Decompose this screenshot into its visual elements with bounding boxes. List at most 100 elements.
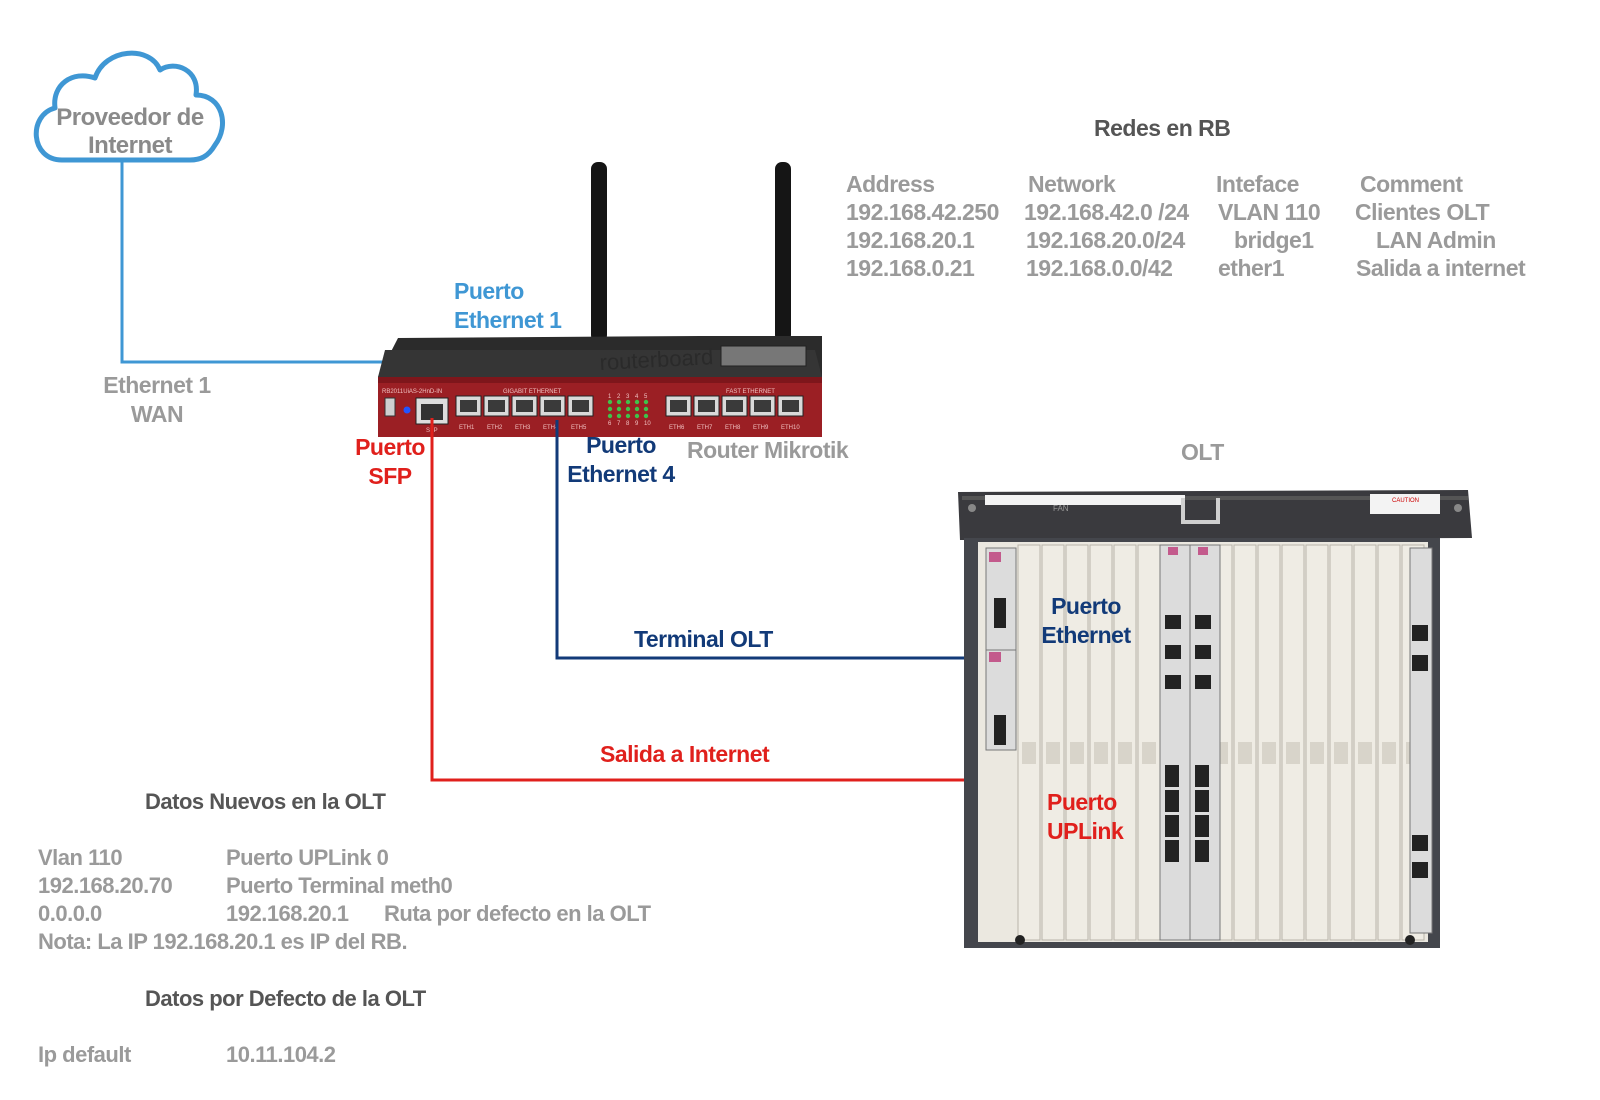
eth1-port-label-line1: Puerto	[454, 278, 524, 304]
eth1-port-label: Puerto Ethernet 1	[454, 277, 562, 335]
olt-eth-port-label: Puerto Ethernet	[1030, 592, 1142, 650]
router-port-label: ETH8	[725, 425, 741, 431]
led-number: 7	[617, 421, 621, 427]
led-number: 9	[635, 421, 639, 427]
rb-table-cell: 192.168.0.21	[846, 255, 975, 281]
olt-new-gateway: 192.168.20.1	[226, 901, 349, 926]
rb-table-title: Redes en RB	[1094, 115, 1231, 141]
status-led	[643, 413, 649, 419]
status-led	[643, 399, 649, 405]
olt-device: CAUTION FAN	[958, 490, 1472, 948]
olt-new-route-dest: 0.0.0.0	[38, 901, 102, 926]
router-port-label: ETH2	[487, 425, 503, 431]
uplink-link-line	[430, 418, 1178, 782]
olt-title: OLT	[1181, 439, 1224, 465]
status-led	[634, 399, 640, 405]
olt-default-label: Ip default	[38, 1042, 131, 1067]
led-number: 8	[626, 421, 630, 427]
olt-new-ip: 192.168.20.70	[38, 873, 173, 898]
status-led	[607, 399, 613, 405]
salida-internet-label: Salida a Internet	[600, 741, 770, 767]
router-port-label: ETH9	[753, 425, 769, 431]
svg-text:CAUTION: CAUTION	[1392, 498, 1419, 504]
rb-table-cell: ether1	[1218, 255, 1285, 281]
olt-uplink-port-label: Puerto UPLink	[1047, 788, 1124, 846]
eth4-port-label-line1: Puerto	[586, 432, 656, 458]
sfp-port-label-line1: Puerto	[355, 434, 425, 460]
terminal-olt-label: Terminal OLT	[634, 626, 773, 652]
olt-new-route-desc: Ruta por defecto en la OLT	[384, 901, 651, 926]
eth4-port-label: Puerto Ethernet 4	[565, 431, 677, 489]
wan-label: Ethernet 1 WAN	[92, 371, 222, 429]
cloud-icon	[33, 50, 225, 163]
svg-text:FAN: FAN	[1053, 504, 1069, 513]
olt-new-terminal: Puerto Terminal meth0	[226, 873, 453, 898]
status-led	[625, 413, 631, 419]
olt-uplink-port-label-line2: UPLink	[1047, 818, 1124, 844]
led-number: 6	[608, 421, 612, 427]
rb-table-header: Inteface	[1216, 171, 1299, 197]
router-device: routerboard RB2011UiAS-2HnD-IN GIGABIT E…	[378, 336, 822, 437]
olt-default-ip: 10.11.104.2	[226, 1042, 336, 1067]
rb-table-cell: Salida a internet	[1356, 255, 1526, 281]
olt-eth-port-label-line1: Puerto	[1051, 593, 1121, 619]
router-port-label: ETH5	[571, 425, 587, 431]
rb-table-header: Address	[846, 171, 935, 197]
antenna-icon	[591, 162, 791, 342]
router-port-label: ETH1	[459, 425, 475, 431]
router-brand-text: routerboard	[599, 344, 714, 375]
rb-table-cell: 192.168.42.250	[846, 199, 999, 225]
rb-table-cell: bridge1	[1234, 227, 1314, 253]
olt-new-vlan: Vlan 110	[38, 845, 123, 870]
router-port-label: ETH3	[515, 425, 531, 431]
rb-table-cell: VLAN 110	[1218, 199, 1321, 225]
svg-text:FAST ETHERNET: FAST ETHERNET	[726, 389, 775, 395]
wan-label-line2: WAN	[130, 401, 184, 427]
led-number: 10	[644, 421, 651, 427]
rb-table-header: Network	[1028, 171, 1116, 197]
status-led	[607, 413, 613, 419]
cloud-label-line1: Proveedor de	[56, 104, 204, 131]
rb-table-cell: Clientes OLT	[1355, 199, 1490, 225]
sfp-port-label: Puerto SFP	[348, 433, 432, 491]
eth1-port-label-line2: Ethernet 1	[454, 307, 562, 333]
status-led	[625, 399, 631, 405]
olt-uplink-port-label-line1: Puerto	[1047, 789, 1117, 815]
led-number: 5	[644, 394, 648, 400]
rb-table-cell: LAN Admin	[1376, 227, 1496, 253]
olt-default-title: Datos por Defecto de la OLT	[145, 986, 426, 1011]
status-led	[634, 406, 640, 412]
led-number: 3	[626, 394, 630, 400]
rb-table-cell: 192.168.42.0 /24	[1024, 199, 1189, 225]
status-led	[607, 406, 613, 412]
status-led	[643, 406, 649, 412]
router-port-label: ETH4	[543, 425, 559, 431]
status-led	[616, 406, 622, 412]
olt-new-note: Nota: La IP 192.168.20.1 es IP del RB.	[38, 929, 408, 954]
status-led	[634, 413, 640, 419]
rb-table-cell: 192.168.20.1	[846, 227, 975, 253]
rb-table-header: Comment	[1360, 171, 1463, 197]
led-number: 1	[608, 394, 612, 400]
router-name-label: Router Mikrotik	[687, 437, 849, 463]
router-port-label: ETH7	[697, 425, 713, 431]
svg-text:RB2011UiAS-2HnD-IN: RB2011UiAS-2HnD-IN	[382, 389, 442, 395]
eth4-port-label-line2: Ethernet 4	[567, 461, 675, 487]
led-number: 2	[617, 394, 621, 400]
status-led	[616, 399, 622, 405]
olt-new-title: Datos Nuevos en la OLT	[145, 789, 386, 814]
svg-text:GIGABIT ETHERNET: GIGABIT ETHERNET	[503, 389, 562, 395]
cloud-label: Proveedor de Internet	[34, 104, 226, 160]
status-led	[616, 413, 622, 419]
led-number: 4	[635, 394, 639, 400]
rb-table-cell: 192.168.0.0/42	[1026, 255, 1173, 281]
router-port-label: ETH6	[669, 425, 685, 431]
olt-eth-port-label-line2: Ethernet	[1041, 622, 1131, 648]
olt-new-uplink: Puerto UPLink 0	[226, 845, 389, 870]
wan-label-line1: Ethernet 1	[103, 372, 211, 398]
status-led	[625, 406, 631, 412]
cloud-label-line2: Internet	[87, 132, 173, 159]
rb-table-cell: 192.168.20.0/24	[1026, 227, 1185, 253]
router-port-label: ETH10	[781, 425, 800, 431]
